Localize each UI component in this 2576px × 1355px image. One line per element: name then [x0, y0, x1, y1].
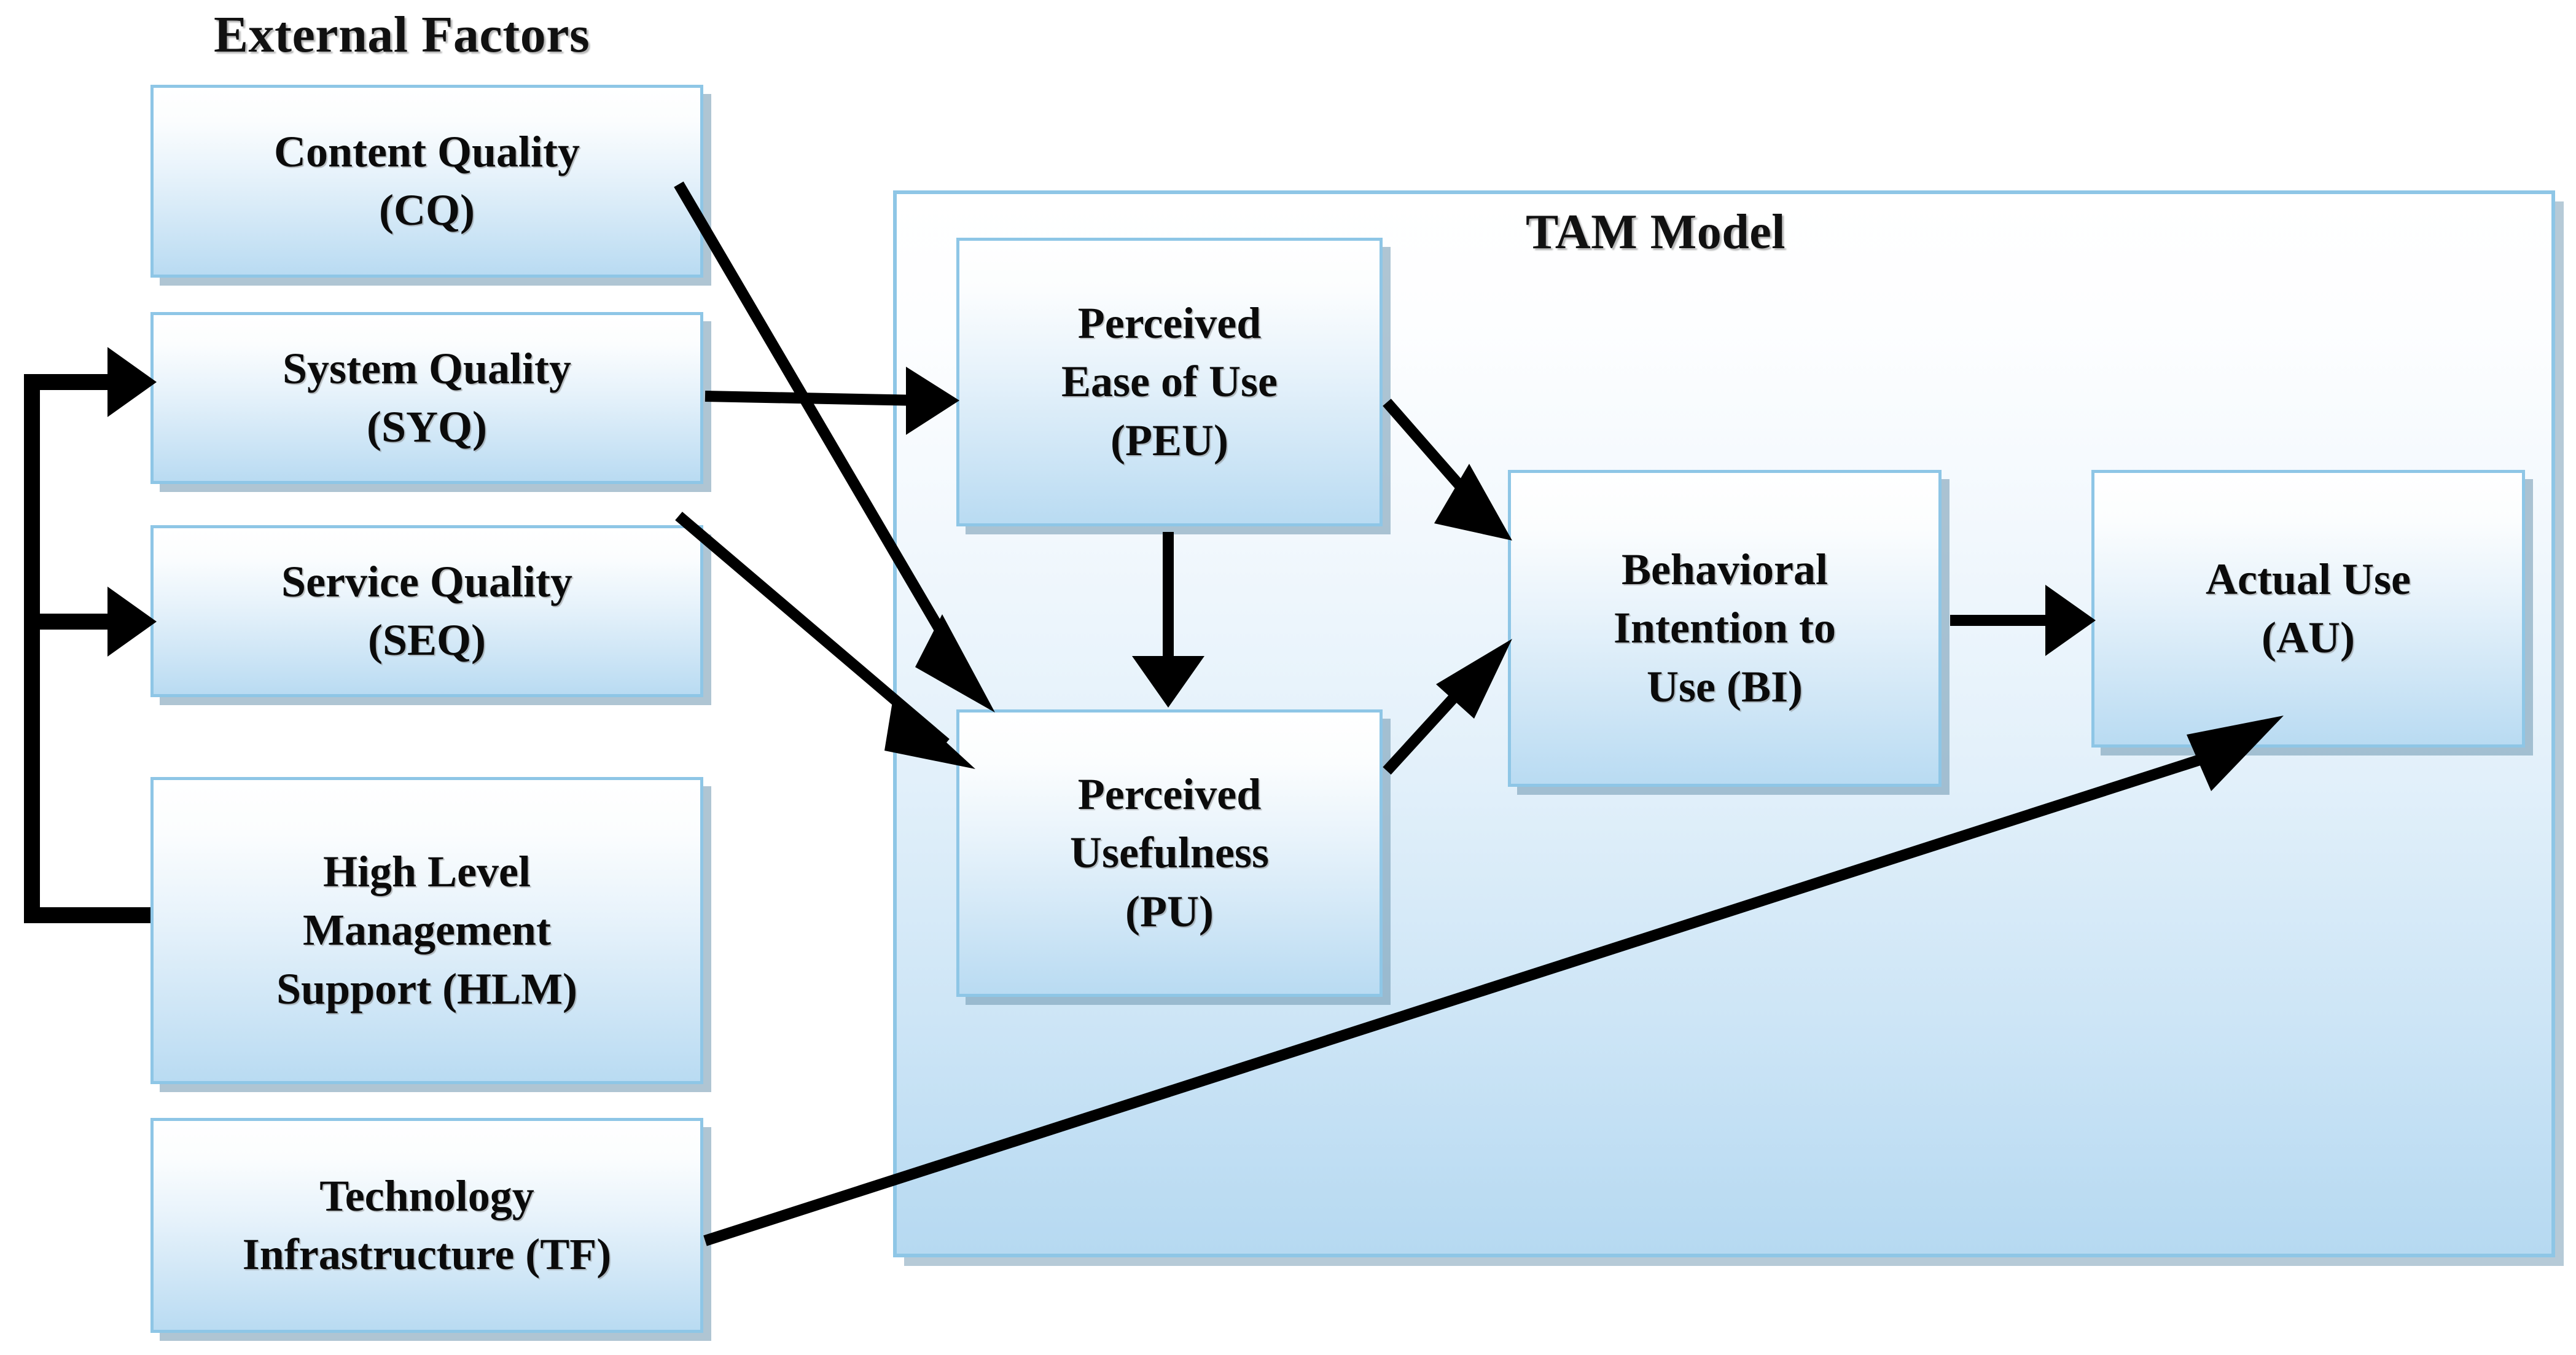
node-label-line1: Behavioral — [1622, 545, 1828, 595]
tam-model-heading: TAM Model — [1526, 205, 1786, 259]
node-label-line3: Use (BI) — [1647, 662, 1803, 711]
node-label-line1: High Level — [323, 847, 531, 897]
node-label-line2: Usefulness — [1069, 828, 1270, 878]
node-label-line3: (PU) — [1125, 886, 1214, 936]
node-label-line1: Perceived — [1077, 299, 1262, 348]
external-factors-heading: External Factors — [214, 6, 590, 63]
node-label-line2: (AU) — [2262, 613, 2355, 662]
node-perceived-usefulness[interactable]: Perceived Usefulness (PU) — [956, 709, 1383, 997]
node-system-quality[interactable]: System Quality (SYQ) — [150, 312, 703, 484]
node-label-line1: Service Quality — [281, 556, 572, 606]
node-behavioral-intention-to-use[interactable]: Behavioral Intention to Use (BI) — [1508, 470, 1942, 787]
node-label-line2: (SEQ) — [367, 615, 486, 665]
node-actual-use[interactable]: Actual Use (AU) — [2091, 470, 2525, 748]
node-label-line2: Infrastructure (TF) — [242, 1230, 612, 1279]
node-label-line3: Support (HLM) — [276, 964, 578, 1013]
node-label-line3: (PEU) — [1110, 415, 1228, 465]
node-label-line2: (SYQ) — [367, 402, 487, 451]
node-label-line2: Ease of Use — [1061, 357, 1278, 407]
node-service-quality[interactable]: Service Quality (SEQ) — [150, 525, 703, 697]
node-high-level-management-support[interactable]: High Level Management Support (HLM) — [150, 777, 703, 1084]
node-label-line1: Content Quality — [273, 127, 580, 176]
node-label-line1: Perceived — [1077, 770, 1262, 819]
node-label-line1: Actual Use — [2206, 554, 2411, 604]
arrow-hlm-bracket — [24, 347, 157, 923]
node-label-line2: Management — [303, 905, 551, 955]
node-technology-infrastructure[interactable]: Technology Infrastructure (TF) — [150, 1118, 703, 1333]
node-label-line1: System Quality — [282, 343, 571, 393]
node-label-line1: Technology — [319, 1171, 534, 1220]
node-perceived-ease-of-use[interactable]: Perceived Ease of Use (PEU) — [956, 238, 1383, 526]
node-content-quality[interactable]: Content Quality (CQ) — [150, 85, 703, 278]
node-label-line2: (CQ) — [379, 185, 475, 235]
node-label-line2: Intention to — [1613, 603, 1836, 653]
